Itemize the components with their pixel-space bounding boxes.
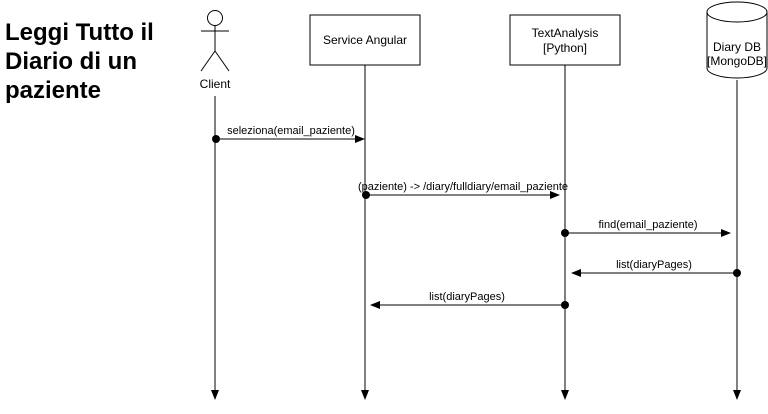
participant-service-box [309,14,421,66]
message-label-3: find(email_paziente) [598,219,697,231]
diagram-title: Leggi Tutto il Diario di un paziente [5,19,154,104]
client-actor-icon [200,10,230,72]
message-label-4: list(diaryPages) [616,259,692,271]
message-label-2: (paziente) -> /diary/fulldiary/email_paz… [358,181,568,193]
participant-diarydb-label-line1: Diary DB [713,40,761,54]
participant-service-label: Service Angular [323,33,407,47]
participant-diarydb-label-line2: [MongoDB] [707,54,767,68]
participant-textanalysis-label-line1: TextAnalysis [532,26,599,40]
participant-textanalysis-label-line2: [Python] [543,41,587,55]
message-label-5: list(diaryPages) [429,291,505,303]
database-icon [706,1,768,79]
participant-client-label: Client [200,77,231,91]
message-label-1: seleziona(email_paziente) [227,125,355,137]
participant-textanalysis-box [509,14,621,66]
